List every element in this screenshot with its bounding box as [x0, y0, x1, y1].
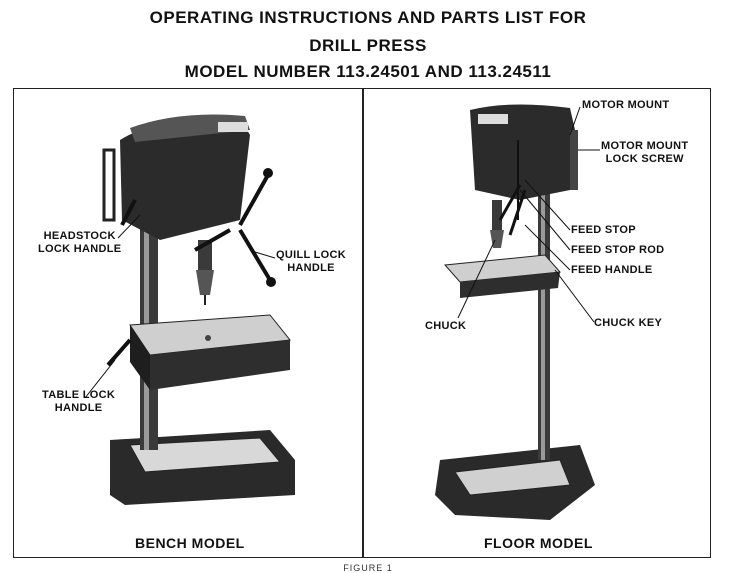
label-table-lock-handle: TABLE LOCK HANDLE — [42, 389, 116, 414]
label-motor-mount: MOTOR MOUNT — [582, 99, 670, 111]
label-chuck-key: CHUCK KEY — [594, 317, 663, 329]
label-quill-lock-handle: QUILL LOCK HANDLE — [276, 249, 347, 274]
label-feed-stop: FEED STOP — [571, 224, 636, 236]
bench-model-caption: BENCH MODEL — [135, 535, 245, 551]
label-feed-handle: FEED HANDLE — [571, 264, 653, 276]
doc-title-line-2: DRILL PRESS — [309, 36, 427, 55]
figure-caption: FIGURE 1 — [343, 563, 393, 573]
label-feed-stop-rod: FEED STOP ROD — [571, 244, 665, 256]
floor-model-caption: FLOOR MODEL — [484, 535, 593, 551]
bench-drill-press-illustration — [102, 114, 295, 505]
floor-drill-press-illustration — [435, 104, 595, 520]
label-chuck: CHUCK — [425, 320, 467, 332]
doc-title-line-1: OPERATING INSTRUCTIONS AND PARTS LIST FO… — [149, 8, 587, 27]
label-headstock-lock-handle: HEADSTOCK LOCK HANDLE — [38, 230, 122, 255]
panel-divider — [362, 88, 364, 558]
doc-title-line-3: MODEL NUMBER 113.24501 AND 113.24511 — [184, 62, 552, 81]
label-motor-mount-lock-screw: MOTOR MOUNT LOCK SCREW — [601, 140, 689, 165]
